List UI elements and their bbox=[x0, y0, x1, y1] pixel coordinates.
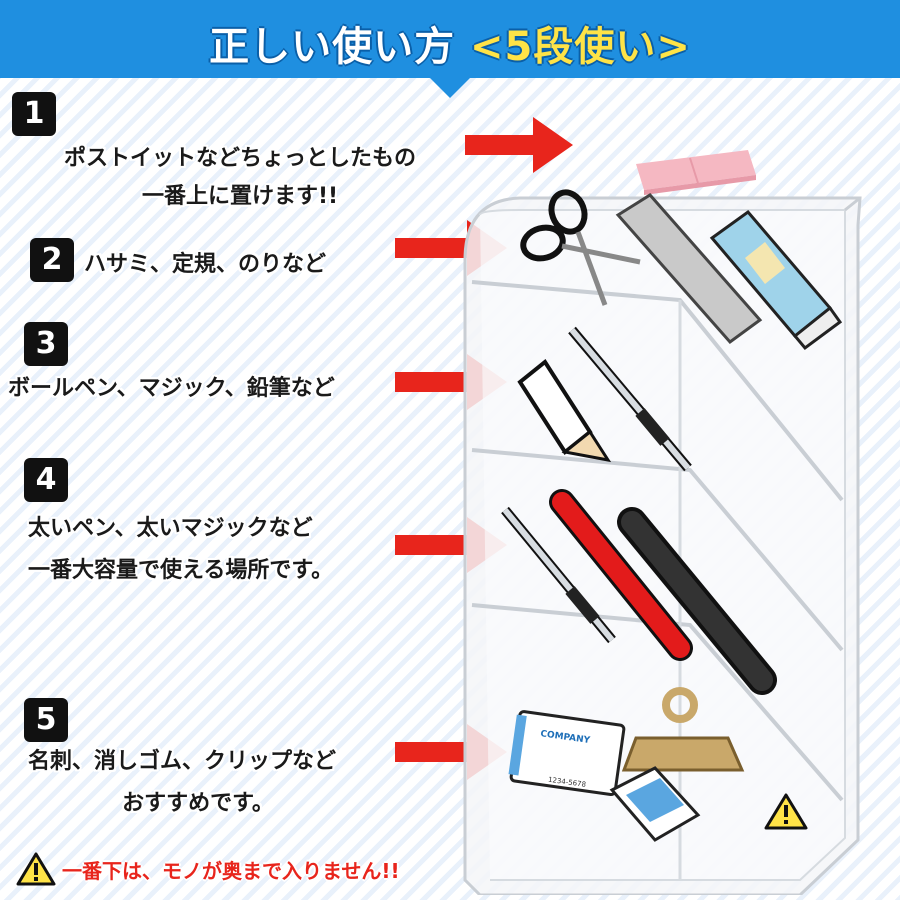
step-4-line2: 一番大容量で使える場所です。 bbox=[28, 558, 334, 583]
step-5-line2: おすすめです。 bbox=[122, 791, 274, 816]
pencil-icon bbox=[517, 359, 612, 463]
step-5-line1: 名刺、消しゴム、クリップなど bbox=[28, 749, 337, 774]
ballpoint-pen-icon bbox=[568, 326, 692, 472]
step-1-line1: ポストイットなどちょっとしたもの bbox=[63, 146, 416, 171]
title-banner: 正しい使い方 <5段使い> bbox=[0, 0, 900, 100]
glue-stick-icon bbox=[709, 209, 843, 351]
step-2-line1: ハサミ、定規、のりなど bbox=[84, 252, 327, 277]
ballpoint-pen-icon bbox=[501, 506, 616, 644]
ruler-icon bbox=[615, 193, 763, 345]
banner-background bbox=[0, 0, 900, 98]
sticky-note-icon bbox=[636, 150, 756, 195]
step-2-number: 2 bbox=[30, 238, 74, 282]
step-1-line2: 一番上に置けます!! bbox=[141, 184, 339, 209]
page-title: 正しい使い方 <5段使い> bbox=[0, 14, 900, 72]
step-5-number: 5 bbox=[24, 698, 68, 742]
eraser-icon bbox=[609, 766, 701, 842]
step-3-line1: ボールペン、マジック、鉛筆など bbox=[8, 376, 335, 401]
step-3-number: 3 bbox=[24, 322, 68, 366]
title-accent: <5段使い> bbox=[470, 24, 691, 70]
step-1-number: 1 bbox=[12, 92, 56, 136]
step-1-arrow-icon bbox=[465, 117, 573, 173]
scissors-icon bbox=[520, 189, 641, 306]
title-main: 正しい使い方 bbox=[209, 24, 456, 70]
business-card-icon: COMPANY 1234-5678 bbox=[508, 710, 626, 797]
binder-clip-icon bbox=[621, 687, 745, 772]
organizer-illustration: COMPANY 1234-5678 bbox=[463, 150, 862, 895]
warning-icon bbox=[16, 852, 56, 886]
marker-icon bbox=[617, 507, 777, 695]
step-4-number: 4 bbox=[24, 458, 68, 502]
marker-icon bbox=[549, 489, 693, 661]
step-4-line1: 太いペン、太いマジックなど bbox=[28, 516, 313, 541]
footer-note: 一番下は、モノが奥まで入りません!! bbox=[62, 859, 400, 883]
warning-icon bbox=[764, 793, 808, 830]
